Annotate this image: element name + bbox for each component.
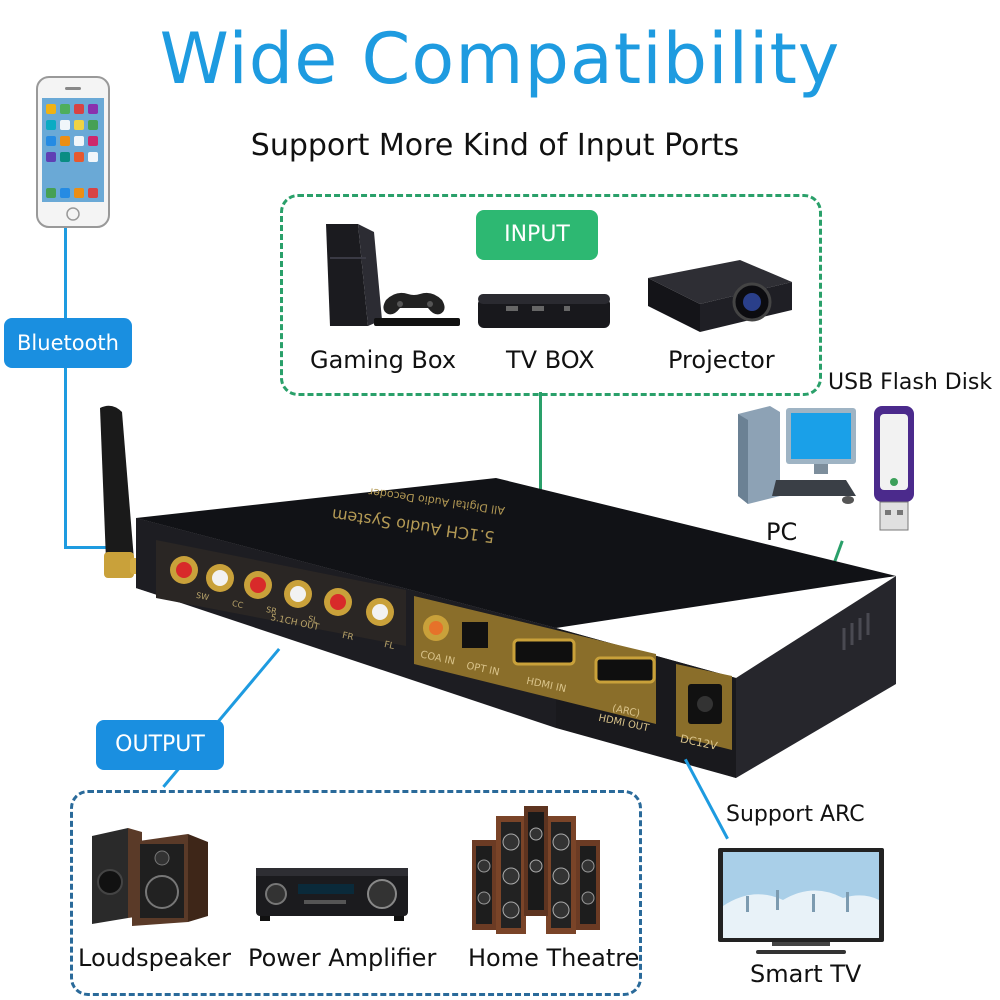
audio-decoder-device: 5.1CH Audio System All Digital Audio Dec… [96,478,896,798]
output-badge: OUTPUT [96,720,224,770]
tv-box-icon [476,290,612,332]
port-label-sr: SR [265,604,278,617]
output-devices-box [70,790,642,996]
usb-flash-disk-icon [870,400,920,534]
bluetooth-badge: Bluetooth [4,318,132,368]
usb-flash-disk-label: USB Flash Disk [828,370,993,395]
home-theatre-icon [466,806,606,938]
input-device-label-gaming: Gaming Box [310,346,457,374]
input-badge: INPUT [476,210,598,260]
port-label-fl: FL [383,640,396,652]
smart-tv-icon [716,846,886,958]
loudspeaker-icon [88,826,214,928]
output-device-label-home-theatre: Home Theatre [468,944,640,972]
pc-label: PC [766,518,798,546]
port-label-sl: SL [307,614,319,625]
output-device-label-loudspeaker: Loudspeaker [78,944,231,972]
input-device-label-projector: Projector [668,346,775,374]
page-title: Wide Compatibility [159,18,841,100]
power-amplifier-icon [254,864,410,922]
output-device-label-amplifier: Power Amplifier [248,944,437,972]
game-console-icon [316,222,462,330]
support-arc-label: Support ARC [726,802,865,827]
bluetooth-link-line-horizontal [64,546,110,549]
desktop-pc-icon [736,400,860,508]
projector-icon [644,252,794,336]
smart-tv-label: Smart TV [750,960,862,988]
page-subtitle: Support More Kind of Input Ports [250,128,740,163]
bluetooth-link-line-lower [64,368,67,548]
smartphone-icon [36,76,110,228]
port-label-fr: FR [341,630,355,644]
bluetooth-link-line [64,228,67,318]
input-devices-box [280,194,822,396]
input-device-label-tvbox: TV BOX [506,346,595,374]
